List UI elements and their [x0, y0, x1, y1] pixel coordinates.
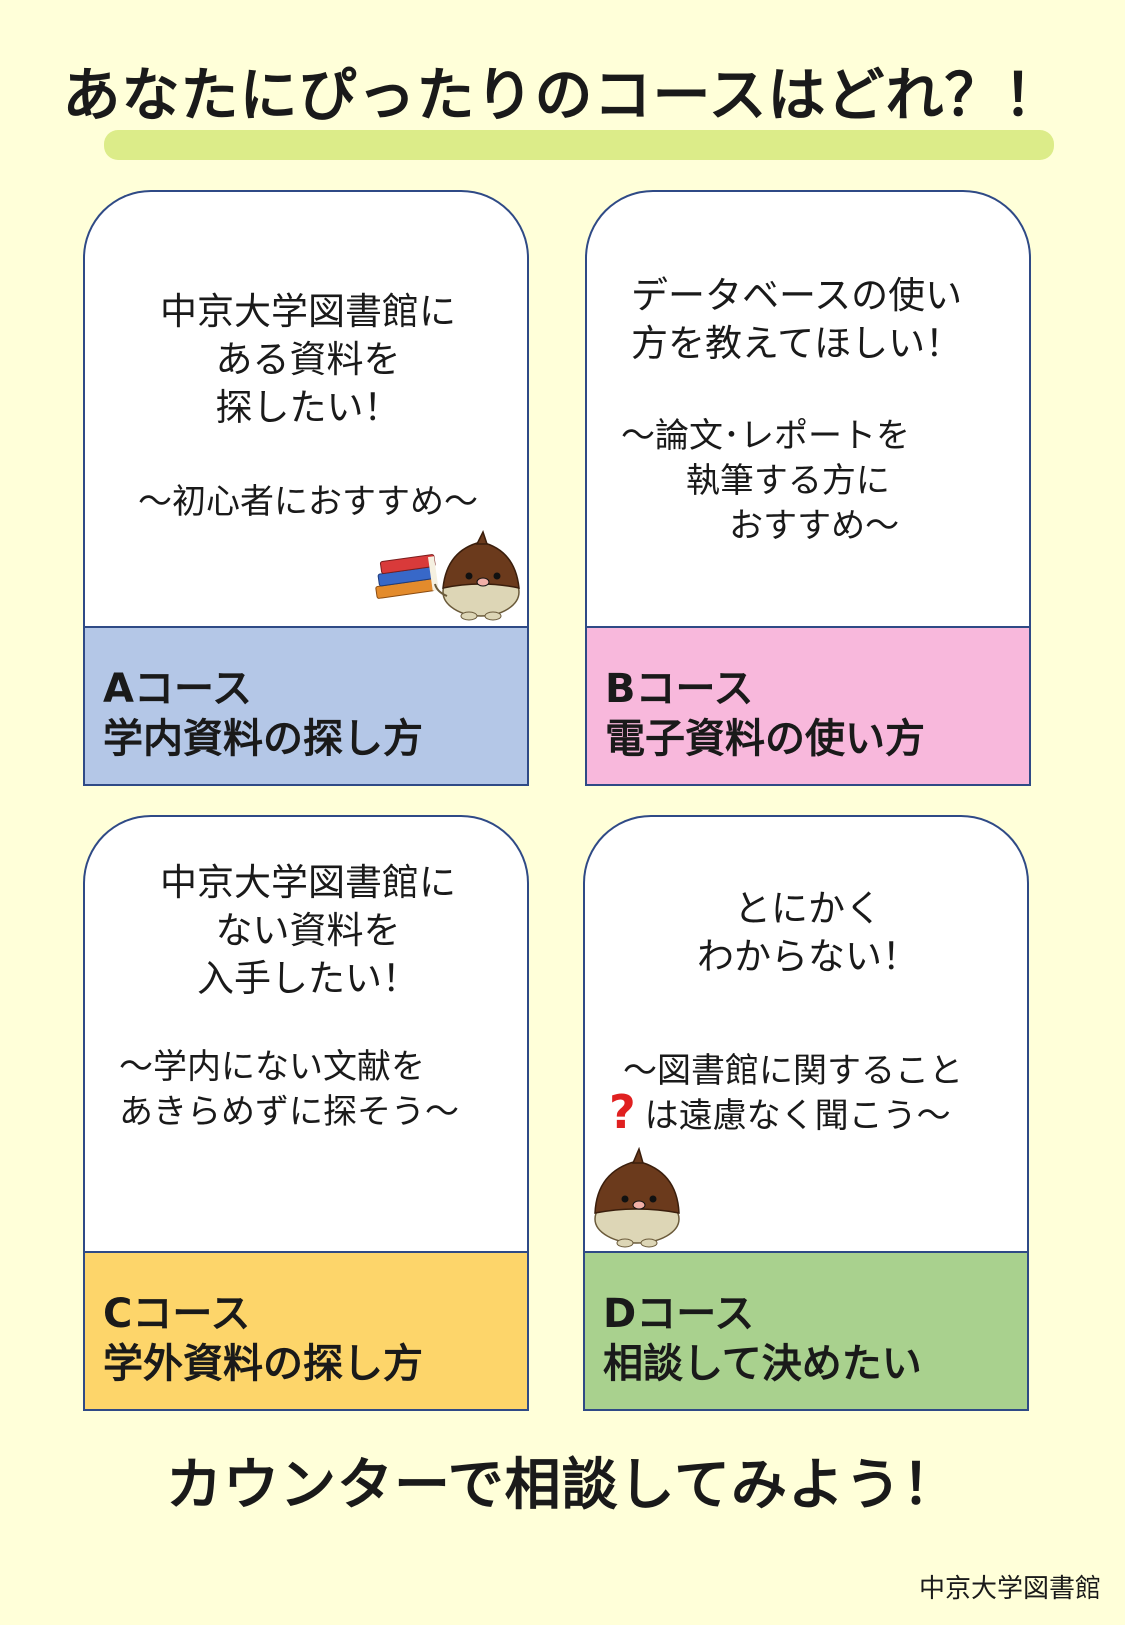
card-c-question-area: 中京大学図書館に ない資料を 入手したい！ ～学内にない文献を あきらめずに探そ…: [83, 815, 529, 1253]
card-a-course-name: Aコース: [103, 666, 252, 712]
card-d-course-name: Dコース: [603, 1291, 755, 1337]
card-a-question-area: 中京大学図書館に ある資料を 探したい！ ～初心者におすすめ～: [83, 190, 529, 628]
page-title: あなたにぴったりのコースはどれ？！: [62, 61, 1063, 129]
counter-consult-message: カウンターで相談してみよう！: [166, 1453, 959, 1518]
card-d-question-area: とにかく わからない！ ～図書館に関すること は遠慮なく聞こう～ ?: [583, 815, 1029, 1253]
card-d-main-text: とにかく わからない！: [697, 887, 919, 978]
card-d-course-label[interactable]: Dコース 相談して決めたい: [583, 1251, 1029, 1411]
card-c-course-label[interactable]: Cコース 学外資料の探し方: [83, 1251, 529, 1411]
card-c-course-name: Cコース: [103, 1291, 251, 1337]
card-c-course-subtitle: 学外資料の探し方: [103, 1341, 423, 1387]
card-c-sub-text: ～学内にない文献を あきらめずに探そう～: [119, 1047, 459, 1132]
course-card-d[interactable]: とにかく わからない！ ～図書館に関すること は遠慮なく聞こう～ ? Dコース …: [583, 815, 1029, 1411]
card-b-sub-text: ～論文･レポートを 執筆する方に おすすめ～: [621, 416, 910, 546]
card-d-sub-text: ～図書館に関すること は遠慮なく聞こう～: [623, 1051, 963, 1136]
card-b-course-subtitle: 電子資料の使い方: [605, 716, 925, 762]
course-card-b[interactable]: データベースの使い 方を教えてほしい！ ～論文･レポートを 執筆する方に おすす…: [585, 190, 1031, 786]
chestnut-mascot-icon: [594, 1147, 680, 1248]
course-card-c[interactable]: 中京大学図書館に ない資料を 入手したい！ ～学内にない文献を あきらめずに探そ…: [83, 815, 529, 1411]
card-a-sub-text: ～初心者におすすめ～: [138, 482, 478, 522]
card-b-question-area: データベースの使い 方を教えてほしい！ ～論文･レポートを 執筆する方に おすす…: [585, 190, 1031, 628]
card-b-course-name: Bコース: [605, 666, 754, 712]
card-a-course-subtitle: 学内資料の探し方: [103, 716, 423, 762]
card-a-main-text: 中京大学図書館に ある資料を 探したい！: [160, 290, 456, 429]
card-b-main-text: データベースの使い 方を教えてほしい！: [631, 274, 963, 365]
title-highlight: [104, 130, 1054, 160]
card-b-course-label[interactable]: Bコース 電子資料の使い方: [585, 626, 1031, 786]
books-and-chestnut-mascot-icon: [375, 530, 520, 621]
card-d-course-subtitle: 相談して決めたい: [603, 1341, 922, 1387]
library-name-footer: 中京大学図書館: [918, 1574, 1101, 1604]
card-c-main-text: 中京大学図書館に ない資料を 入手したい！: [160, 861, 456, 1000]
question-mark-icon: ?: [609, 1085, 636, 1139]
course-card-a[interactable]: 中京大学図書館に ある資料を 探したい！ ～初心者におすすめ～ Aコース 学内資…: [83, 190, 529, 786]
card-a-course-label[interactable]: Aコース 学内資料の探し方: [83, 626, 529, 786]
